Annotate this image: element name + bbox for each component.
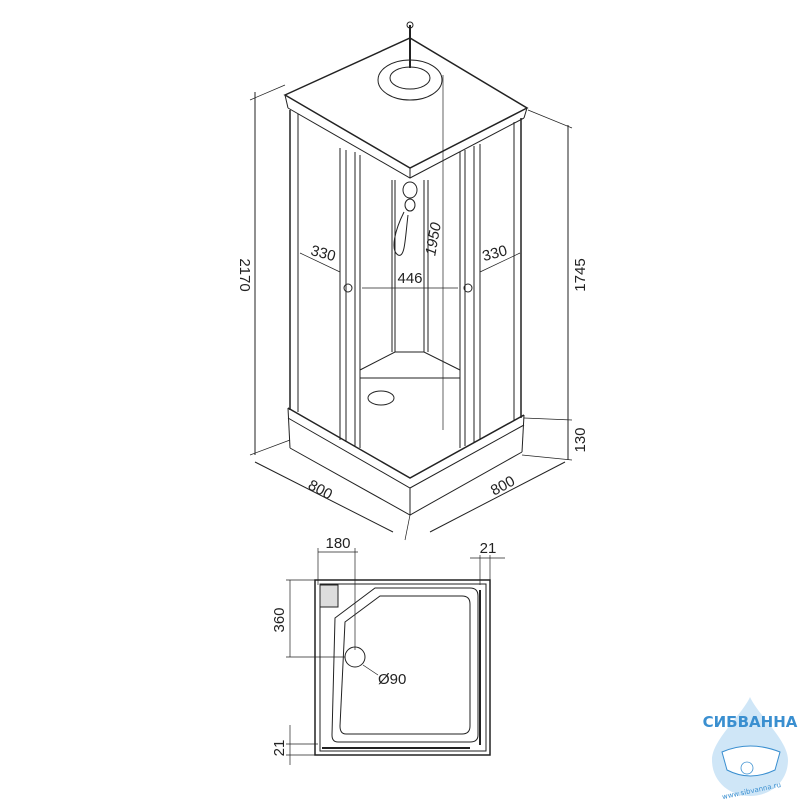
tray-bottom xyxy=(289,447,523,516)
dim-depth-right: 800 xyxy=(488,473,518,500)
roof xyxy=(283,37,529,169)
dim-door-right: 330 xyxy=(481,242,510,265)
dim-inner-height: 1950 xyxy=(422,221,445,257)
cabin-iso-view xyxy=(249,21,573,541)
dim-wall-gap-bottom: 21 xyxy=(271,740,288,757)
dim-total-height: 2170 xyxy=(236,258,253,291)
dim-column-offset: 180 xyxy=(325,535,350,552)
cabin-plan-view xyxy=(286,548,505,765)
logo-name: СИБВАННА xyxy=(703,713,798,731)
drain-iso xyxy=(367,390,395,406)
dim-drain-offset: 360 xyxy=(271,607,288,632)
dim-cabin-height: 1745 xyxy=(572,258,589,291)
tray-outline xyxy=(331,587,479,743)
dim-depth-left: 800 xyxy=(305,477,335,504)
dim-wall-gap-top: 21 xyxy=(480,540,497,557)
tray-top xyxy=(287,407,525,479)
sibvanna-logo: СИБВАННА www.sibvanna.ru xyxy=(703,697,798,800)
dim-drain-diameter: Ø90 xyxy=(378,671,406,688)
dim-door-left: 330 xyxy=(309,242,338,265)
door-handle-right xyxy=(463,283,473,293)
roof-edge xyxy=(287,107,525,179)
dim-tray-height: 130 xyxy=(572,427,589,452)
dim-entry-width: 446 xyxy=(397,270,422,287)
door-handle-left xyxy=(343,283,353,293)
